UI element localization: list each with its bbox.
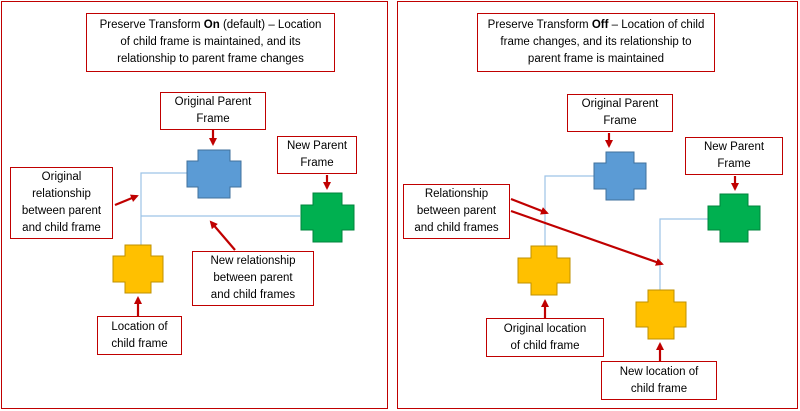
left-new-parent-line1: New Parent [286,140,348,152]
right-header-mode: Off [591,19,609,31]
left-child-location-label: Location of child frame [97,316,182,355]
right-new-parent-line2: Frame [717,158,751,170]
left-header-mode: On [203,19,220,31]
right-relationship-line3: and child frames [414,222,499,234]
right-original-parent-shape [593,151,647,201]
right-link-lines [542,175,708,312]
left-new-parent-shape [300,192,355,243]
right-original-parent-label: Original Parent Frame [567,94,673,132]
left-original-parent-shape [186,149,242,199]
right-relationship-line1: Relationship [424,188,489,200]
right-child-original-shape [517,245,571,296]
right-original-location-line2: of child frame [510,339,580,352]
left-header-line1-prefix: Preserve Transform [99,19,204,31]
left-new-relationship-line1: New relationship [210,255,296,267]
right-original-parent-line2: Frame [603,115,637,127]
right-new-link [657,218,708,312]
left-child-location-line1: Location of [111,320,168,333]
left-original-parent-label: Original Parent Frame [160,92,266,130]
right-header-line2: frame changes, and its relationship to [500,36,692,48]
left-child-location-line2: child frame [111,337,168,350]
left-header-box: Preserve Transform On (default) – Locati… [86,13,335,72]
right-arrow-relationship-short [510,197,549,215]
right-new-parent-label: New Parent Frame [685,137,783,175]
left-child-shape [112,244,164,294]
right-header-box: Preserve Transform Off – Location of chi… [477,13,715,72]
left-link-lines [140,170,300,245]
left-callout-arrows [114,130,331,316]
left-original-relationship-line2: relationship [32,188,91,200]
left-header-line2: of child frame is maintained, and its [120,36,301,48]
left-header-line3: relationship to parent frame changes [117,53,304,65]
left-original-relationship-line1: Original [41,171,82,183]
right-original-location-line1: Original location [503,322,587,335]
right-original-parent-line1: Original Parent [581,98,659,110]
right-new-location-line1: New location of [619,365,699,378]
right-original-link [542,175,594,263]
left-original-parent-line1: Original Parent [174,96,252,108]
left-original-link [140,170,192,245]
right-header-line1-suffix: – Location of child [608,19,705,31]
right-new-location-label: New location of child frame [601,361,717,400]
left-original-relationship-label: Original relationship between parent and… [10,167,113,239]
right-relationship-label: Relationship between parent and child fr… [403,184,510,239]
right-new-parent-shape [707,193,761,243]
left-original-parent-line2: Frame [196,113,230,125]
right-new-parent-line1: New Parent [703,141,765,153]
left-new-relationship-line2: between parent [213,272,293,284]
left-arrow-original-relationship [114,194,139,207]
right-child-new-shape [635,289,687,340]
left-original-relationship-line3: between parent [21,205,102,217]
right-callout-arrows [510,133,739,361]
left-original-relationship-line4: and child frame [22,222,101,234]
right-arrow-relationship-long [510,209,664,266]
left-new-relationship-label: New relationship between parent and chil… [192,251,314,306]
right-relationship-line2: between parent [416,205,497,217]
right-header-line1-prefix: Preserve Transform [487,19,592,31]
left-arrow-new-relationship [209,220,236,251]
left-new-parent-label: New Parent Frame [277,136,357,174]
left-header-line1-suffix: (default) – Location [219,19,322,31]
left-new-relationship-line3: and child frames [210,289,296,301]
right-new-location-line2: child frame [630,382,688,395]
left-new-parent-line2: Frame [300,157,334,169]
right-header-line3: parent frame is maintained [527,53,665,65]
right-original-location-label: Original location of child frame [486,318,604,357]
